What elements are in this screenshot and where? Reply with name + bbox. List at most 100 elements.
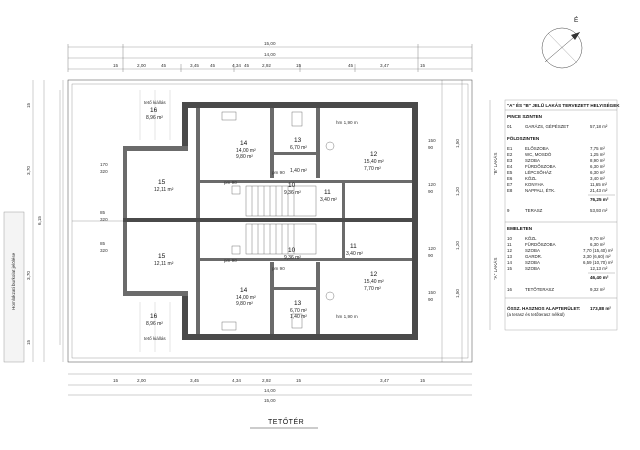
room-no: 16 (150, 107, 158, 114)
svg-text:E4: E4 (507, 164, 513, 169)
room-no: 12 (370, 151, 378, 158)
room-no: 11 (324, 189, 331, 196)
svg-text:90: 90 (428, 189, 434, 194)
schedule-row-area: 57,18 m² (590, 124, 608, 129)
dim-right-3: 1,50 (455, 289, 460, 298)
svg-text:1,25 m²: 1,25 m² (590, 152, 605, 157)
svg-text:6,30 m²: 6,30 m² (590, 170, 605, 175)
facade-cladding-note: Homlokzati burkolat jelölése (3, 211, 25, 363)
svg-text:150: 150 (428, 138, 436, 143)
room-no: 12 (370, 271, 378, 278)
dim-bottom-6: 3,47 (380, 378, 389, 383)
room-area: 8,96 m² (146, 321, 163, 327)
opening-left-2b: 320 (100, 248, 108, 253)
svg-text:12: 12 (507, 248, 512, 253)
roof-terrace-hatch (139, 90, 171, 352)
svg-text:FÜRDŐSZOBA: FÜRDŐSZOBA (525, 164, 556, 169)
room-note: pm 90 (224, 258, 237, 263)
svg-text:E2: E2 (507, 152, 513, 157)
dim-sub-top: 14,00 (264, 52, 276, 57)
room-area: 15,40 m² (364, 159, 384, 165)
dim-top-2: 3,45 (190, 63, 199, 68)
dim-top-7: 15 (420, 63, 426, 68)
room-note: hm 1,90 m (336, 120, 358, 125)
opening-left-0a: 170 (100, 162, 108, 167)
room-sub-area: 7,70 m² (364, 166, 381, 172)
svg-text:LÉPCSŐHÁZ: LÉPCSŐHÁZ (525, 170, 552, 175)
roof-terrace-name: TETŐTERASZ (525, 287, 554, 292)
svg-text:7,70 (15,40) m²: 7,70 (15,40) m² (583, 248, 614, 253)
room-note: hm 1,90 m (336, 314, 358, 319)
dim-right-2: 1,20 (455, 241, 460, 250)
svg-text:120: 120 (428, 182, 436, 187)
svg-text:6,59 (10,70) m²: 6,59 (10,70) m² (583, 260, 614, 265)
svg-text:GARDR.: GARDR. (525, 254, 542, 259)
dim-overall-top: 15,00 (264, 41, 276, 46)
ground-total: 76,25 m² (590, 197, 609, 202)
dim-top-3: 4,34 (232, 63, 241, 68)
room-no: 14 (240, 287, 248, 294)
schedule-heading: "A" ÉS "B" JELŰ LAKÁS TERVEZETT HELYISÉG… (507, 101, 620, 108)
top-dimensions: 15,00 14,00 15 2,00 3,45 4,34 2,92 15 3,… (67, 41, 473, 72)
svg-text:KÖZL: KÖZL (525, 176, 537, 181)
schedule-row-name: GARÁZS, GÉPÉSZET (525, 124, 569, 129)
north-arrow: É (541, 15, 583, 69)
svg-text:SZOBA: SZOBA (525, 266, 540, 271)
svg-text:E6: E6 (507, 176, 513, 181)
dim-left-3: 3,70 (26, 271, 31, 280)
room-area: 15,40 m² (364, 279, 384, 285)
apartment-b-label: "B" LAKÁS (492, 153, 498, 175)
svg-text:6,30 m²: 6,30 m² (590, 164, 605, 169)
north-label: É (574, 15, 579, 24)
room-area: 12,11 m² (154, 261, 174, 267)
room-area: 3,40 m² (346, 251, 363, 257)
svg-text:7,75 m²: 7,75 m² (590, 146, 605, 151)
staircase (245, 185, 317, 255)
room-sub-area: 9,80 m² (236, 301, 253, 307)
svg-text:KONYHA: KONYHA (525, 182, 544, 187)
svg-text:E7: E7 (507, 182, 513, 187)
room-area: 12,11 m² (154, 187, 174, 193)
room-note: pm 90 (224, 180, 237, 185)
dim-mid-top-1: 45 (210, 63, 216, 68)
room-note: pm 90 (272, 266, 285, 271)
svg-text:SZOBA: SZOBA (525, 158, 540, 163)
room-area: 9,36 m² (284, 190, 301, 196)
bottom-dimensions: 14,00 15,00 15 2,00 3,45 4,34 2,92 15 3,… (68, 373, 472, 403)
svg-text:KÖZL: KÖZL (525, 236, 537, 241)
room-sub-area: 9,80 m² (236, 154, 253, 160)
dim-top-0: 15 (113, 63, 119, 68)
opening-left-0b: 320 (100, 169, 108, 174)
grand-total-note: (a terasz és tetőterasz nélkül) (507, 312, 565, 317)
side-label: Homlokzati burkolat jelölése (11, 252, 16, 310)
svg-text:ELŐSZOBA: ELŐSZOBA (525, 146, 549, 151)
grand-total: 173,88 m² (590, 306, 611, 311)
svg-text:13: 13 (507, 254, 512, 259)
dim-left-4: 15 (26, 339, 31, 345)
grand-total-label: ÖSSZ. HASZNOS ALAPTERÜLET: (507, 305, 581, 311)
terrace-name: TERASZ (525, 208, 543, 213)
svg-text:120: 120 (428, 246, 436, 251)
dim-mid-top-3: 45 (348, 63, 354, 68)
svg-text:90: 90 (428, 253, 434, 258)
svg-text:SZOBA: SZOBA (525, 248, 540, 253)
dim-top-5: 15 (296, 63, 302, 68)
room-sub-area: 7,70 m² (364, 286, 381, 292)
room-no: 15 (158, 253, 166, 260)
apartment-side-labels: "B" LAKÁS "A" LAKÁS (489, 100, 498, 330)
svg-text:90: 90 (428, 145, 434, 150)
room-area: 9,36 m² (284, 255, 301, 261)
ground-title: FÖLDSZINTEN (507, 135, 540, 141)
svg-text:E5: E5 (507, 170, 513, 175)
opening-codes-left: 170 320 85 320 85 320 (100, 162, 108, 253)
svg-text:150: 150 (428, 290, 436, 295)
svg-text:15: 15 (507, 266, 512, 271)
basement-title: PINCE SZINTEN (507, 114, 543, 119)
svg-text:3,40 m²: 3,40 m² (590, 176, 605, 181)
svg-text:E8: E8 (507, 188, 513, 193)
room-area: 6,70 m² (290, 308, 307, 314)
room-no: 11 (350, 243, 357, 250)
ground-rows: E1 ELŐSZOBA 7,75 m² E2 WC, MOSDÓ 1,25 m²… (507, 146, 608, 193)
